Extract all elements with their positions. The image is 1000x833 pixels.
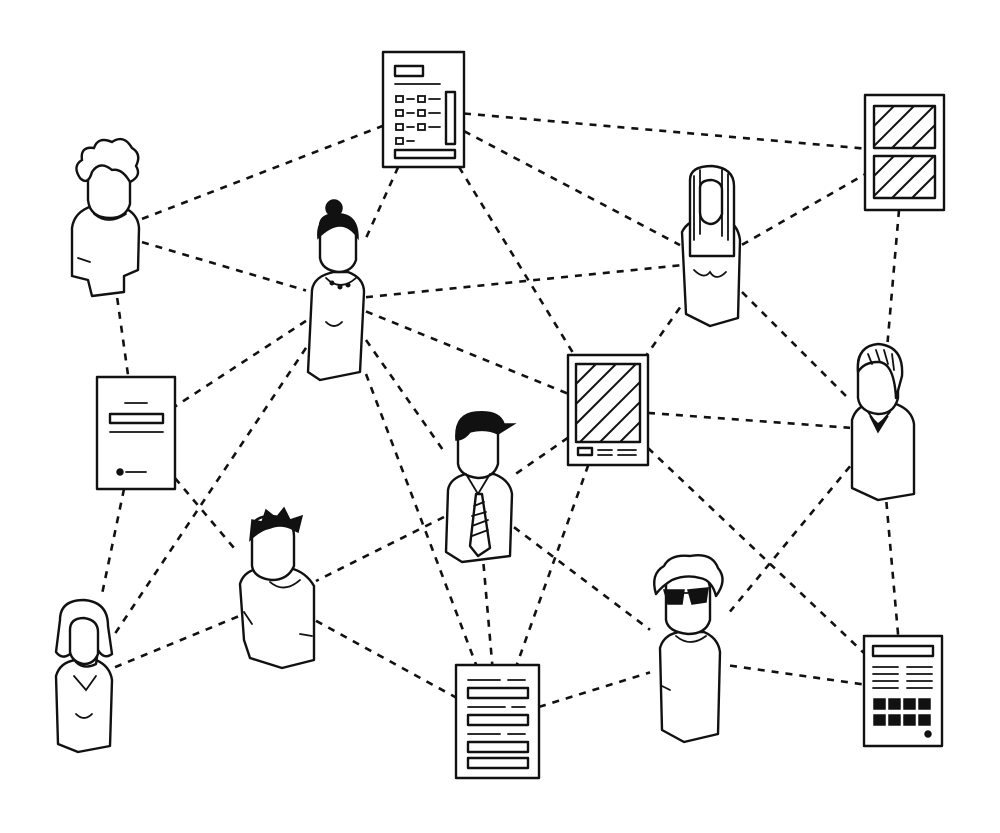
edge-doc-list-person-bun [364, 166, 400, 239]
edge-person-spiky-person-bob [113, 615, 239, 669]
edge-person-bun-doc-letter [174, 319, 307, 408]
sunglasses-person-icon [653, 554, 724, 744]
edge-person-curly-person-bun [141, 240, 307, 292]
edge-person-bun-person-bob [112, 347, 308, 636]
edge-doc-letter-person-spiky [174, 477, 239, 554]
edge-doc-tablet-person-tie [513, 436, 569, 477]
form-document-icon [454, 663, 541, 780]
edge-person-bun-person-longhair [365, 264, 681, 299]
edge-person-bun-doc-form [364, 373, 478, 666]
edge-person-longhair-doc-tablet [645, 306, 682, 356]
edge-doc-letter-person-bob [99, 488, 126, 599]
edge-person-tie-person-spiky [315, 515, 445, 583]
grid-layout-document-icon [862, 634, 944, 748]
letter-document-icon [95, 375, 177, 491]
edge-person-curly-doc-letter [115, 297, 130, 378]
edge-person-tie-doc-form [482, 563, 494, 666]
edge-person-longhair-person-combed [741, 291, 851, 401]
edge-doc-two-images-person-combed [886, 209, 901, 343]
image-tablet-icon [566, 353, 650, 467]
edge-doc-list-doc-two-images [463, 112, 866, 150]
checklist-document-icon [381, 50, 466, 169]
edge-person-bun-doc-tablet [365, 310, 569, 395]
edge-doc-tablet-person-combed [647, 411, 851, 430]
edge-doc-form-person-sunglasses [538, 671, 651, 709]
curly-hair-person-icon [70, 137, 141, 298]
two-image-document-icon [863, 93, 946, 212]
edge-person-bun-person-tie [364, 339, 446, 453]
edge-person-curly-doc-list [141, 124, 384, 221]
edge-person-spiky-doc-form [315, 619, 457, 699]
edge-doc-tablet-doc-form [515, 464, 590, 666]
edge-person-tie-person-sunglasses [513, 526, 651, 631]
bob-hair-woman-icon [54, 598, 114, 754]
long-hair-woman-icon [680, 164, 742, 328]
edge-person-longhair-doc-two-images [741, 173, 866, 246]
edge-doc-list-doc-tablet [457, 166, 576, 356]
edge-layer [99, 112, 901, 709]
edge-person-combed-doc-grid [885, 501, 900, 637]
combed-hair-man-icon [850, 342, 916, 502]
edge-person-combed-person-sunglasses [728, 465, 852, 613]
edge-person-sunglasses-doc-grid [729, 664, 865, 686]
woman-bun-necklace-icon [306, 199, 366, 382]
businessman-tie-icon [444, 411, 517, 564]
spiky-hair-man-icon [238, 506, 316, 670]
